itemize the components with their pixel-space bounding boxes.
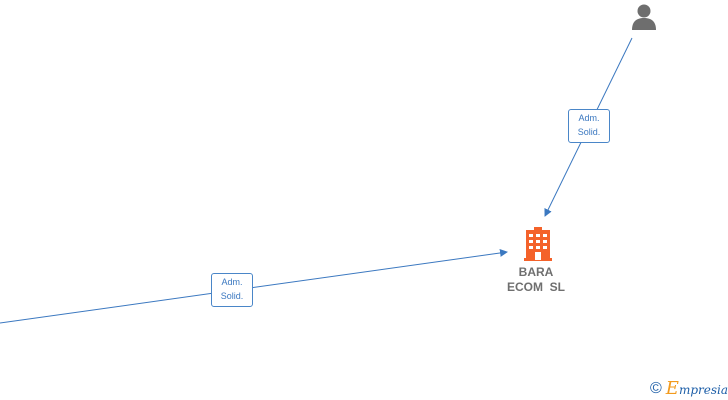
- edge-label-line2: Solid.: [220, 291, 244, 301]
- person-node[interactable]: [629, 2, 659, 32]
- edge-left-to-company[interactable]: [0, 249, 508, 324]
- person-icon: [632, 4, 656, 30]
- edge-label-line2: Solid.: [577, 127, 601, 137]
- building-icon: [524, 227, 552, 261]
- company-name[interactable]: BARA ECOM SL: [496, 265, 576, 295]
- empresia-watermark: © E mpresia: [650, 379, 728, 399]
- company-name-line2: ECOM SL: [506, 280, 565, 294]
- edge-label-line1: Adm.: [221, 277, 243, 287]
- logo-text: mpresia: [678, 382, 728, 397]
- company-node[interactable]: [520, 226, 556, 262]
- empresia-logo: E mpresia: [665, 377, 728, 399]
- edge-label-left-company[interactable]: Adm. Solid.: [211, 273, 253, 307]
- copyright-icon: ©: [650, 380, 662, 397]
- edge-label-person-company[interactable]: Adm. Solid.: [568, 109, 610, 143]
- logo-initial: E: [665, 377, 679, 399]
- edge-label-line1: Adm.: [578, 113, 600, 123]
- company-name-line1: BARA: [518, 265, 554, 279]
